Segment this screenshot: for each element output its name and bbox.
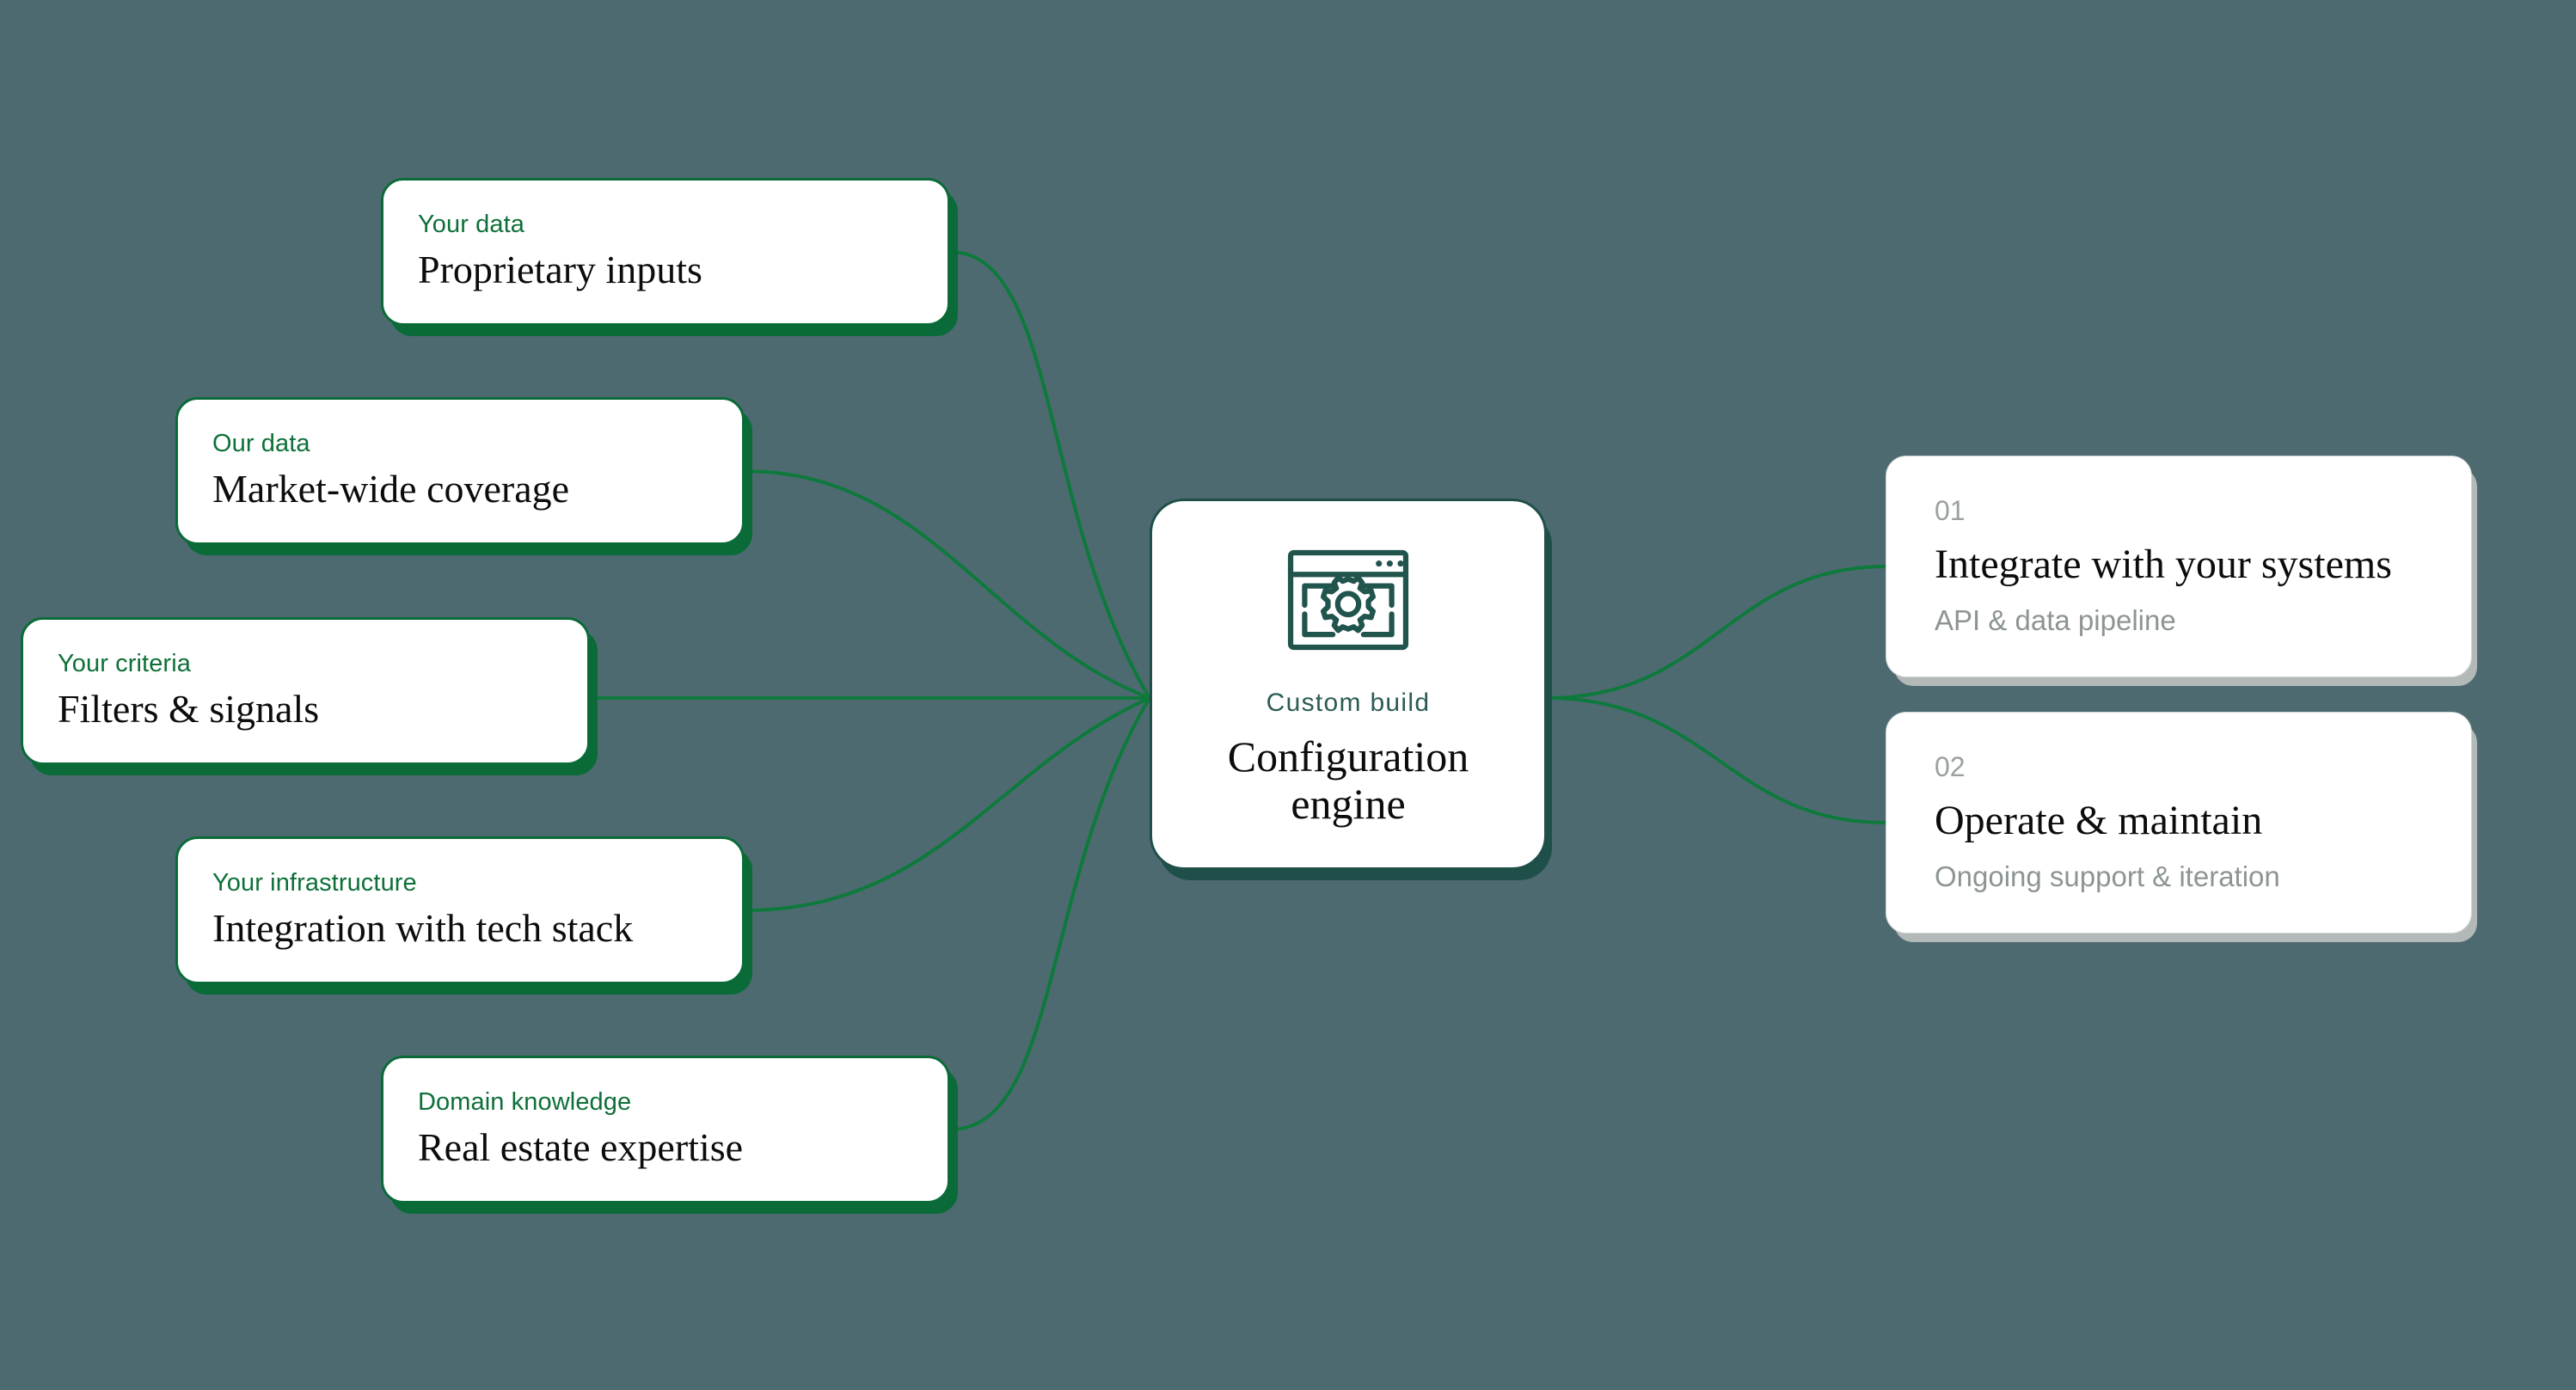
input-card-title: Integration with tech stack	[212, 905, 634, 950]
input-card-eyebrow: Your data	[418, 210, 524, 238]
center-node-title-line-2: engine	[1291, 780, 1406, 828]
connector-input-5	[948, 696, 1151, 1131]
connector-output-2	[1545, 696, 1887, 824]
input-card-eyebrow: Our data	[212, 429, 310, 457]
output-card-subtitle: Ongoing support & iteration	[1935, 860, 2280, 892]
input-card-your-criteria[interactable]: Your criteria Filters & signals	[21, 617, 590, 765]
connector-input-4	[743, 696, 1151, 912]
input-card-title: Real estate expertise	[418, 1124, 744, 1169]
center-node-title-line-1: Configuration	[1227, 732, 1469, 781]
center-node-configuration-engine[interactable]: Custom build Configuration engine	[1150, 499, 1547, 870]
center-node-title: Configuration engine	[1228, 733, 1469, 828]
output-card-subtitle: API & data pipeline	[1935, 603, 2176, 636]
input-card-eyebrow: Domain knowledge	[418, 1087, 632, 1116]
input-card-title: Market-wide coverage	[212, 466, 570, 511]
input-card-domain-knowledge[interactable]: Domain knowledge Real estate expertise	[381, 1056, 950, 1203]
output-card-operate[interactable]: 02 Operate & maintain Ongoing support & …	[1886, 712, 2472, 934]
connector-output-1	[1545, 565, 1887, 700]
output-card-number: 02	[1935, 750, 1966, 782]
output-card-integrate[interactable]: 01 Integrate with your systems API & dat…	[1886, 456, 2472, 677]
input-card-your-data[interactable]: Your data Proprietary inputs	[381, 178, 950, 326]
browser-window-gear-icon	[1287, 549, 1409, 651]
output-card-title: Integrate with your systems	[1935, 542, 2392, 587]
input-card-title: Proprietary inputs	[418, 247, 702, 291]
center-node-eyebrow: Custom build	[1266, 689, 1431, 717]
connector-input-2	[743, 469, 1151, 700]
output-card-title: Operate & maintain	[1935, 798, 2263, 843]
connector-input-1	[948, 250, 1151, 700]
input-card-your-infrastructure[interactable]: Your infrastructure Integration with tec…	[175, 836, 745, 984]
input-card-eyebrow: Your infrastructure	[212, 868, 417, 897]
input-card-eyebrow: Your criteria	[58, 649, 191, 677]
input-card-our-data[interactable]: Our data Market-wide coverage	[175, 397, 745, 545]
input-card-title: Filters & signals	[58, 686, 320, 731]
output-card-number: 01	[1935, 494, 1966, 526]
